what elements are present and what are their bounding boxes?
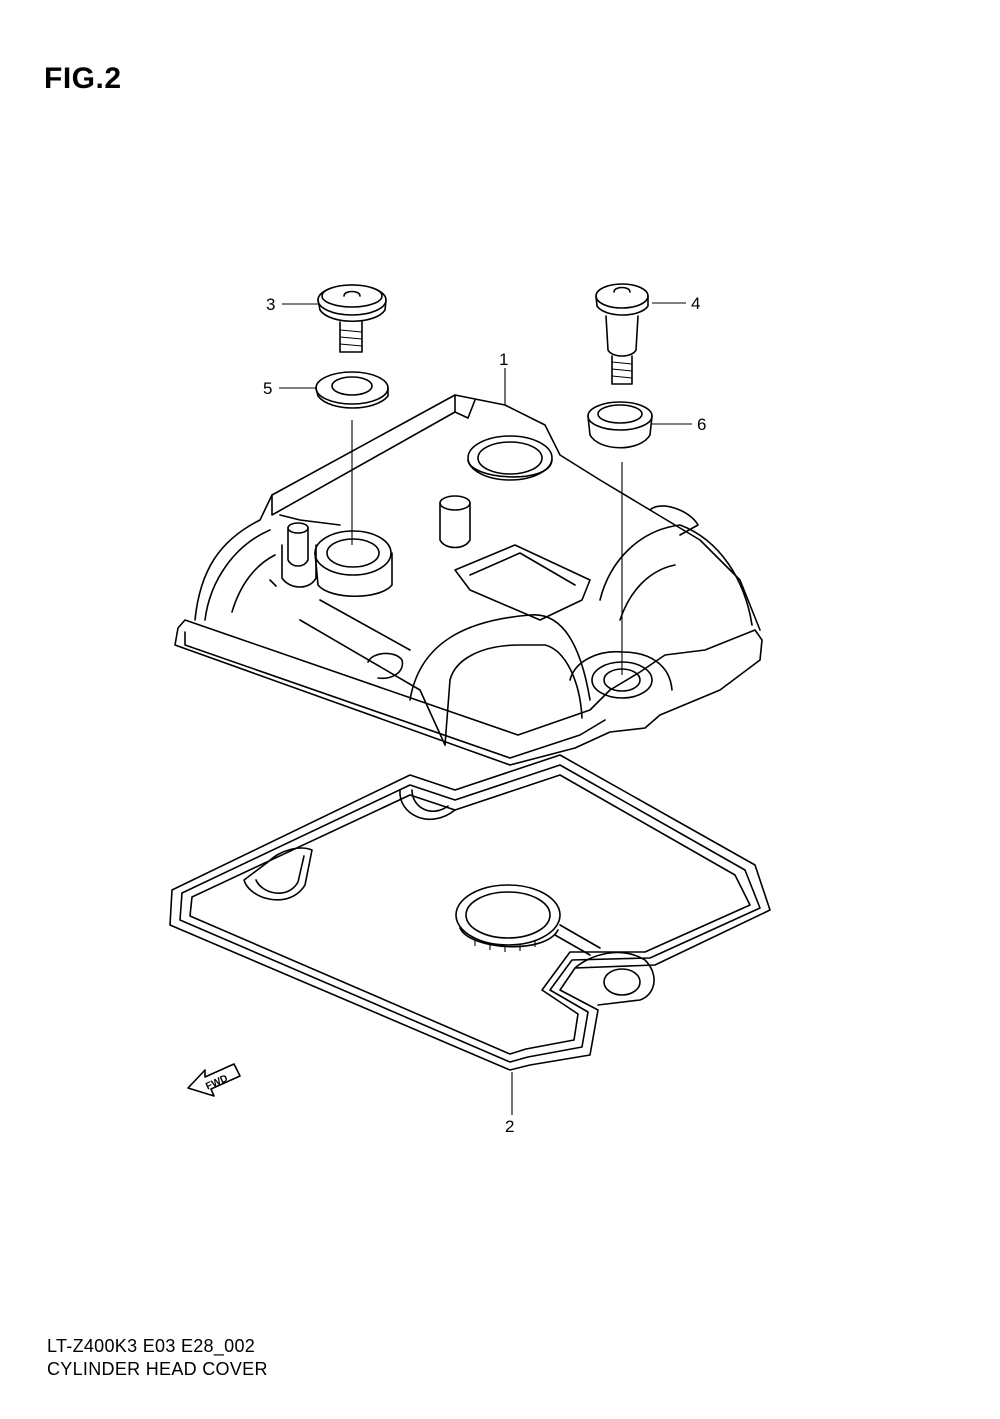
- forward-direction-arrow: FWD: [187, 1063, 241, 1097]
- callout-2: 2: [505, 1117, 515, 1136]
- bolt-seal: [315, 371, 389, 409]
- callout-1: 1: [499, 350, 509, 369]
- leader-lines: [279, 302, 692, 1115]
- cylinder-head-cover: [174, 394, 763, 766]
- figure-title: FIG.2: [44, 62, 122, 95]
- cover-bolt: [317, 284, 387, 353]
- callout-6: 6: [697, 415, 707, 434]
- assembly-lines: [351, 420, 623, 675]
- callout-5: 5: [263, 379, 273, 398]
- cover-bolt-long: [595, 283, 649, 385]
- model-code: LT-Z400K3 E03 E28_002: [47, 1336, 256, 1356]
- callout-3: 3: [266, 295, 276, 314]
- cover-gasket: [169, 754, 771, 1071]
- bolt-seal-grommet: [587, 401, 653, 449]
- diagram-name: CYLINDER HEAD COVER: [47, 1359, 268, 1379]
- callout-4: 4: [691, 294, 701, 313]
